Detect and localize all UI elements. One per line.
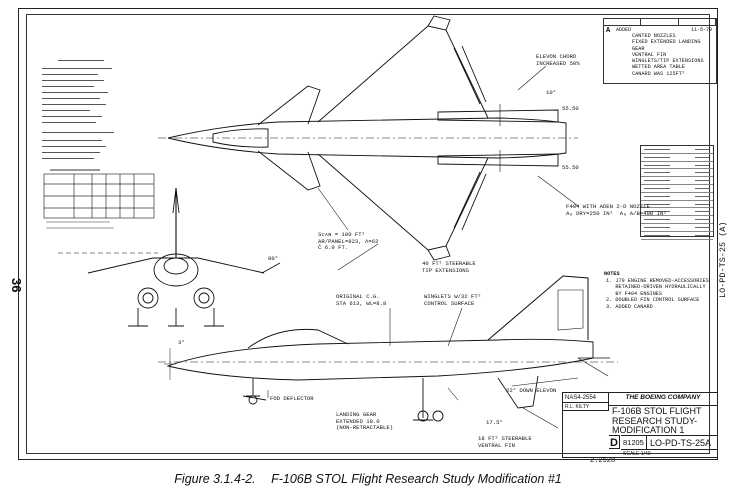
revision-letter: A bbox=[606, 27, 611, 35]
aircraft-drawing bbox=[58, 15, 618, 429]
callout-ventral-fin: 18 FT² STEERABLE VENTRAL FIN bbox=[478, 435, 532, 449]
callout-front-angle: 80° bbox=[268, 255, 279, 262]
sheet-border bbox=[18, 8, 718, 460]
sheet-size: D bbox=[609, 435, 620, 449]
below-title-number: 2.2528 bbox=[590, 457, 616, 465]
company-name: THE BOEING COMPANY bbox=[609, 393, 717, 406]
callout-17-5-degrees: 17.5° bbox=[486, 419, 503, 426]
callout-angle-top: 10° bbox=[546, 89, 557, 96]
leader-lines bbox=[267, 65, 579, 429]
revision-item: FIXED EXTENDED LANDING GEAR bbox=[632, 39, 701, 52]
drawing-title-line: F-106B STOL FLIGHT bbox=[612, 406, 702, 416]
side-drawing-label: LO-PD-TS-25 (A) bbox=[718, 221, 728, 298]
drawing-number: LO-PD-TS-25A bbox=[647, 435, 717, 449]
drawing-title: F-106B STOL FLIGHT RESEARCH STUDY- MODIF… bbox=[609, 405, 717, 435]
notes-title: NOTES bbox=[604, 271, 620, 277]
callout-winglets: WINGLETS W/32 FT² CONTROL SURFACE bbox=[424, 293, 482, 307]
wetted-area-table bbox=[640, 145, 714, 240]
title-block: NAS4-2554 THE BOEING COMPANY R.L. KILTY … bbox=[562, 392, 718, 458]
note-item: 3. ADDED CANARD bbox=[606, 303, 653, 310]
drawing-title-line: MODIFICATION 1 bbox=[612, 425, 685, 435]
note-item: 2. DOUBLED FIN CONTROL SURFACE bbox=[606, 297, 700, 304]
callout-f404: F404 WITH ADEN 2-D NOZZLE A₈ DRY=250 IN²… bbox=[566, 203, 667, 217]
figure-title: F-106B STOL Flight Research Study Modifi… bbox=[271, 472, 562, 486]
drawing-scale: SCALE 1/40 bbox=[621, 449, 717, 457]
plan-view bbox=[158, 15, 578, 261]
revision-item: CANARD WAS 125FT² bbox=[632, 70, 685, 77]
notes-block: NOTES 1. J79 ENGINE REMOVED-ACCESSORIES … bbox=[604, 271, 709, 311]
drawing-title-line: RESEARCH STUDY- bbox=[612, 415, 698, 426]
callout-tip-extensions: 40 FT² STEERABLE TIP EXTENSIONS bbox=[422, 260, 476, 274]
page-number: 36 bbox=[9, 278, 24, 293]
revision-item: WETTED AREA TABLE bbox=[632, 64, 685, 71]
callout-3-degrees: 3° bbox=[178, 339, 185, 346]
callout-original-cg: ORIGINAL C.G. STA 613, WL=8.8 bbox=[336, 293, 387, 307]
responsibility-table bbox=[43, 169, 155, 229]
figure-number: Figure 3.1.4-2. bbox=[174, 472, 256, 486]
front-view bbox=[58, 187, 281, 327]
callout-station-lower: 55.50 bbox=[562, 164, 579, 171]
callout-station-upper: 55.50 bbox=[562, 105, 579, 112]
sheet-inner-border bbox=[26, 14, 710, 454]
drawing-sheet: 36 A ADDED 11-5-79 C bbox=[9, 8, 728, 465]
revision-block: A ADDED 11-5-79 CANTED NOZZLES FIXED EXT… bbox=[603, 18, 717, 84]
revision-item: CANTED NOZZLES bbox=[632, 33, 676, 39]
revision-item: WINGLETS/TIP EXTENSIONS bbox=[632, 58, 704, 65]
side-view bbox=[158, 275, 618, 422]
callout-fod-deflector: FOD DEFLECTOR bbox=[270, 395, 314, 402]
figure-caption: Figure 3.1.4-2. F-106B STOL Flight Resea… bbox=[0, 472, 736, 486]
revision-change: ADDED bbox=[616, 27, 632, 33]
callout-canard-area: Sᴄᴀɴ = 100 FT² AR/PANEL=823, Λ=62 Ĉ 6.9 … bbox=[318, 231, 379, 252]
callout-elevon-down: 22° DOWN ELEVON bbox=[506, 387, 557, 394]
callout-elevon-chord: ELEVON CHORD INCREASED 50% bbox=[536, 53, 580, 67]
contract-number: NAS4-2554 bbox=[563, 393, 609, 403]
note-item: 1. J79 ENGINE REMOVED-ACCESSORIES RETAIN… bbox=[606, 277, 709, 297]
revision-date: 11-5-79 bbox=[690, 27, 712, 33]
drawn-by: R.L. KILTY bbox=[563, 403, 609, 411]
revision-item: VENTRAL FIN bbox=[632, 51, 667, 58]
callout-landing-gear: LANDING GEAR EXTENDED 18.0 (NON-RETRACTA… bbox=[336, 411, 394, 432]
revision-header bbox=[604, 19, 716, 26]
revision-items: CANTED NOZZLES FIXED EXTENDED LANDING GE… bbox=[632, 33, 716, 77]
code-ident: 81205 bbox=[621, 435, 647, 449]
